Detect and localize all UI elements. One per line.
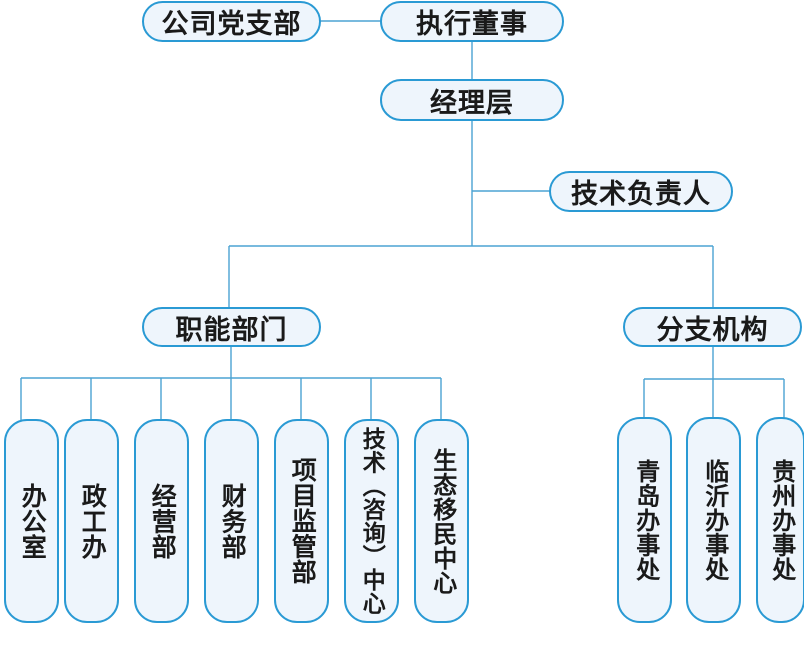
node-manager-box[interactable]	[380, 79, 564, 121]
node-branches-box[interactable]	[623, 307, 802, 347]
node-tech-center-box[interactable]	[344, 419, 399, 623]
node-layer-horizontal	[142, 1, 802, 347]
node-eco-migration-box[interactable]	[414, 419, 469, 623]
connector-layer	[20, 20, 785, 420]
node-political-box[interactable]	[64, 419, 119, 623]
node-qingdao-box[interactable]	[617, 417, 672, 623]
node-operations-box[interactable]	[134, 419, 189, 623]
node-project-supervision-box[interactable]	[274, 419, 329, 623]
node-linyi-box[interactable]	[686, 417, 741, 623]
node-functional-box[interactable]	[142, 307, 321, 347]
node-office-box[interactable]	[4, 419, 59, 623]
node-finance-box[interactable]	[204, 419, 259, 623]
node-layer-vertical	[4, 417, 804, 623]
node-exec-box[interactable]	[380, 1, 564, 42]
node-guizhou-box[interactable]	[756, 417, 804, 623]
node-party-box[interactable]	[142, 1, 321, 42]
node-tech-lead-box[interactable]	[549, 171, 733, 212]
